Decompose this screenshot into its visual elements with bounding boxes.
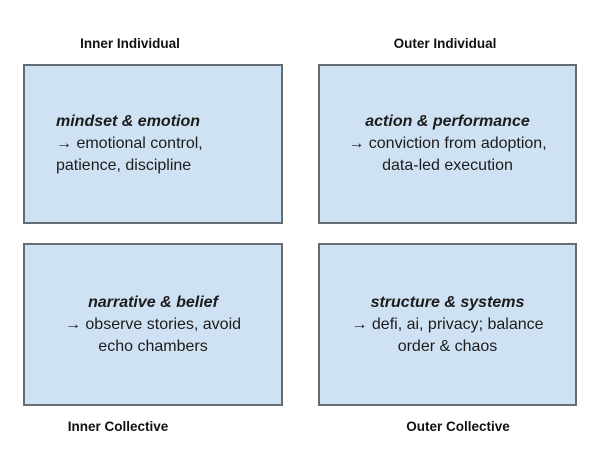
quadrant-box-inner-individual: mindset & emotion → emotional control, p… xyxy=(23,64,283,224)
quadrant-body-inner-collective: → observe stories, avoid echo chambers xyxy=(64,315,242,355)
quadrant-body-outer-collective: → defi, ai, privacy; balance order & cha… xyxy=(351,315,544,355)
quadrant-heading-outer-individual: action & performance xyxy=(365,113,530,130)
label-inner-individual: Inner Individual xyxy=(80,36,180,51)
quadrant-body-outer-individual: → conviction from adoption, data-led exe… xyxy=(348,135,547,174)
quadrant-heading-inner-collective: narrative & belief xyxy=(88,293,218,311)
quadrant-box-outer-individual: action & performance → conviction from a… xyxy=(318,64,577,224)
label-inner-collective: Inner Collective xyxy=(67,419,169,434)
quadrant-box-inner-collective: narrative & belief → observe stories, av… xyxy=(23,243,283,406)
quadrant-box-outer-collective: structure & systems → defi, ai, privacy;… xyxy=(318,243,577,406)
quadrant-body-inner-individual: → emotional control, patience, disciplin… xyxy=(56,135,203,174)
quadrant-heading-outer-collective: structure & systems xyxy=(370,293,525,311)
quadrant-heading-inner-individual: mindset & emotion xyxy=(56,113,201,130)
label-outer-collective: Outer Collective xyxy=(406,419,510,434)
label-outer-individual: Outer Individual xyxy=(393,36,497,51)
